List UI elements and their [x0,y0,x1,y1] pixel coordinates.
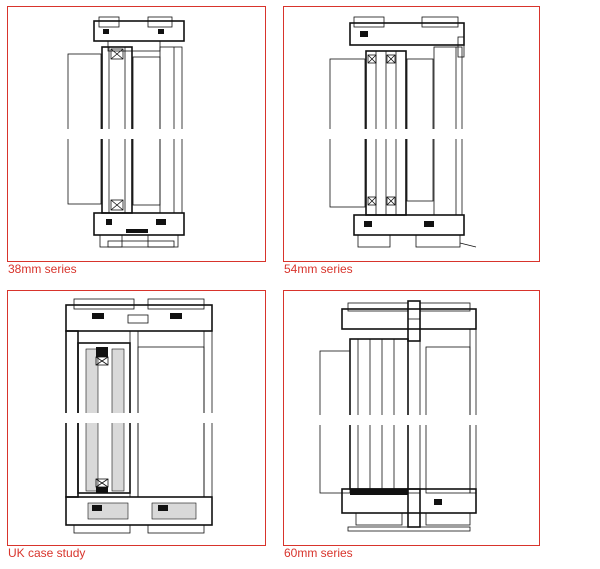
caption-60mm: 60mm series [284,546,353,560]
top-frame-profile [341,300,477,342]
section-drawing-54mm [324,16,477,248]
break-line-gap [58,413,218,423]
break-line-gap [314,415,484,425]
bottom-frame-profile [65,496,213,534]
break-line-gap [324,129,474,139]
bottom-frame-profile [93,212,185,248]
glazing-unit [349,338,409,490]
caption-uk-case-study: UK case study [8,546,86,560]
caption-38mm: 38mm series [8,262,77,276]
drawing-panel-uk-case-study [7,290,266,546]
caption-54mm: 54mm series [284,262,353,276]
drawing-panel-38mm [7,6,266,262]
bottom-frame-profile [341,488,477,532]
break-line-gap [63,129,193,139]
drawing-panel-54mm [283,6,540,262]
section-drawing-uk [58,298,218,534]
drawing-panel-60mm [283,290,540,546]
top-frame-profile [65,298,213,332]
section-drawing-38mm [63,16,193,248]
section-drawing-60mm [314,300,484,532]
bottom-frame-profile [353,214,477,248]
top-frame-profile [93,16,185,52]
